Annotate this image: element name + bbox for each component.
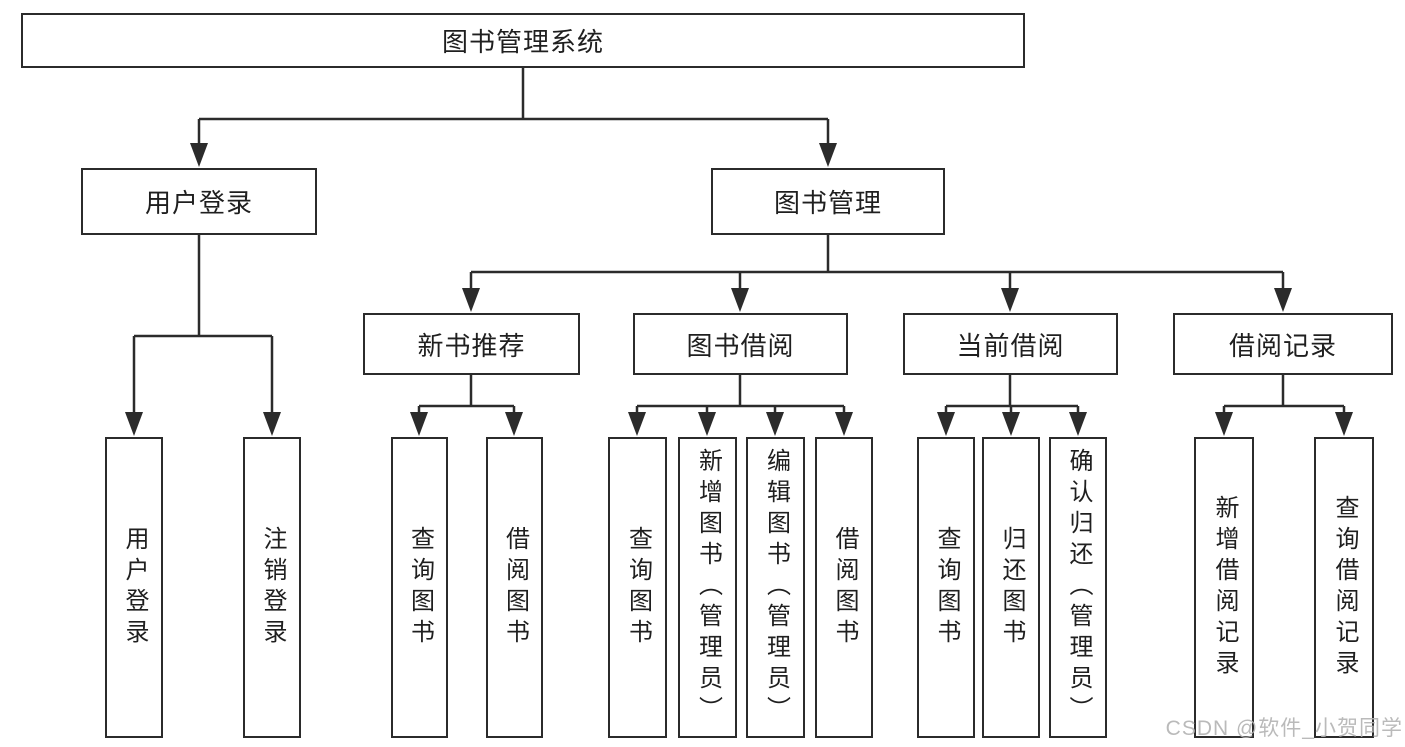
connector-root-to-level2 <box>197 68 830 145</box>
arrowhead-bb-query <box>628 412 646 436</box>
leaf-br-add-record: 新增借阅记录 <box>1194 437 1254 738</box>
leaf-nb-query-books-label: 查询图书 <box>406 525 434 650</box>
arrowhead-br-add <box>1215 412 1233 436</box>
arrowhead-leaf-user-login <box>125 412 143 436</box>
leaf-bb-add-books-admin-label: 新增图书（管理员） <box>694 448 722 727</box>
leaf-bb-add-books-admin: 新增图书（管理员） <box>678 437 737 738</box>
arrowhead-nb-query <box>410 412 428 436</box>
node-book-management: 图书管理 <box>711 168 945 235</box>
node-borrow-records: 借阅记录 <box>1173 313 1393 375</box>
leaf-cb-query-books-label: 查询图书 <box>933 525 960 650</box>
connector-user-login-to-children <box>132 235 274 414</box>
node-root: 图书管理系统 <box>21 13 1025 68</box>
node-new-book-recommend-label: 新书推荐 <box>417 330 526 361</box>
connector-book-borrow-to-children <box>635 375 846 414</box>
arrowhead-user-login <box>190 143 208 167</box>
arrowhead-cb-query <box>937 412 955 436</box>
watermark: CSDN @软件_小贺同学 <box>1165 717 1403 740</box>
leaf-cb-query-books: 查询图书 <box>917 437 975 738</box>
node-root-label: 图书管理系统 <box>441 27 604 57</box>
leaf-bb-borrow-books-label: 借阅图书 <box>831 525 858 650</box>
node-user-login-label: 用户登录 <box>144 188 253 218</box>
leaf-cb-confirm-return-admin: 确认归还（管理员） <box>1049 437 1107 738</box>
arrowhead-br-query <box>1335 412 1353 436</box>
leaf-bb-query-books-label: 查询图书 <box>624 525 652 650</box>
arrowhead-current-borrow <box>1001 288 1019 312</box>
leaf-user-login: 用户登录 <box>105 437 163 738</box>
leaf-cb-confirm-return-admin-label: 确认归还（管理员） <box>1065 448 1092 727</box>
arrowhead-cb-confirm <box>1069 412 1087 436</box>
arrowhead-borrow-records <box>1274 288 1292 312</box>
leaf-br-add-record-label: 新增借阅记录 <box>1211 494 1238 681</box>
leaf-user-login-label: 用户登录 <box>121 525 148 650</box>
leaf-nb-borrow-books: 借阅图书 <box>486 437 543 738</box>
node-book-borrow-label: 图书借阅 <box>686 330 795 361</box>
node-borrow-records-label: 借阅记录 <box>1228 330 1337 361</box>
leaf-logout-label: 注销登录 <box>259 525 286 650</box>
leaf-bb-edit-books-admin-label: 编辑图书（管理员） <box>762 448 790 727</box>
connector-borrow-records-to-children <box>1222 375 1346 414</box>
leaf-br-query-record-label: 查询借阅记录 <box>1331 494 1358 681</box>
node-current-borrow-label: 当前借阅 <box>956 330 1065 361</box>
node-current-borrow: 当前借阅 <box>903 313 1118 375</box>
leaf-nb-borrow-books-label: 借阅图书 <box>501 525 529 650</box>
leaf-br-query-record: 查询借阅记录 <box>1314 437 1374 738</box>
leaf-bb-borrow-books: 借阅图书 <box>815 437 873 738</box>
node-book-management-label: 图书管理 <box>773 188 882 218</box>
arrowhead-leaf-logout <box>263 412 281 436</box>
leaf-cb-return-books: 归还图书 <box>982 437 1040 738</box>
arrowhead-cb-return <box>1002 412 1020 436</box>
leaf-logout: 注销登录 <box>243 437 301 738</box>
connector-new-book-to-children <box>417 375 516 414</box>
node-new-book-recommend: 新书推荐 <box>363 313 580 375</box>
arrowhead-bb-borrow <box>835 412 853 436</box>
leaf-bb-query-books: 查询图书 <box>608 437 667 738</box>
node-user-login: 用户登录 <box>81 168 317 235</box>
arrowhead-bb-add <box>698 412 716 436</box>
connector-current-borrow-to-children <box>944 375 1080 414</box>
leaf-cb-return-books-label: 归还图书 <box>998 525 1025 650</box>
arrowhead-nb-borrow <box>505 412 523 436</box>
arrowhead-bb-edit <box>766 412 784 436</box>
leaf-bb-edit-books-admin: 编辑图书（管理员） <box>746 437 805 738</box>
node-book-borrow: 图书借阅 <box>633 313 848 375</box>
leaf-nb-query-books: 查询图书 <box>391 437 448 738</box>
arrowhead-new-book <box>462 288 480 312</box>
arrowhead-book-borrow <box>731 288 749 312</box>
connector-book-management-to-level3 <box>469 235 1285 290</box>
arrowhead-book-management <box>819 143 837 167</box>
